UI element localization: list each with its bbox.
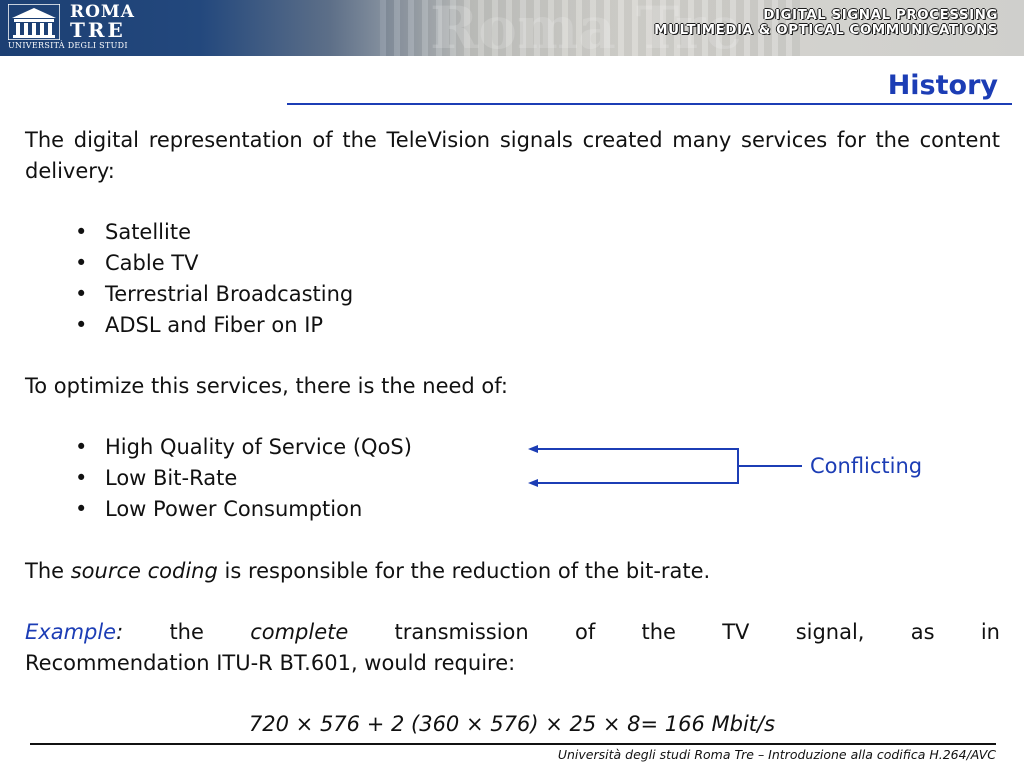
source-coding-paragraph: The source coding is responsible for the… (25, 556, 1000, 587)
services-list: • Satellite • Cable TV • Terrestrial Broadc… (75, 217, 353, 341)
banner-watermark: Roma Tre (430, 0, 743, 56)
example-word: as (910, 620, 935, 644)
bullet-icon: • (75, 466, 88, 490)
service-label: Cable TV (105, 251, 199, 275)
example-word: transmission (394, 620, 529, 644)
optimize-paragraph: To optimize this services, there is the … (25, 374, 508, 398)
service-label: ADSL and Fiber on IP (105, 313, 324, 337)
example-label-group: Example: (25, 617, 123, 648)
banner-title-line1: DIGITAL SIGNAL PROCESSING (763, 7, 998, 23)
logo-tre-text: TRE (70, 18, 126, 42)
list-item: • High Quality of Service (QoS) (75, 432, 412, 463)
example-line-2: Recommendation ITU-R BT.601, would requi… (25, 651, 516, 675)
logo-roma-text: ROMA (70, 2, 135, 22)
example-word: the (641, 620, 676, 644)
bullet-icon: • (75, 220, 88, 244)
example-word-complete: complete (250, 620, 349, 644)
example-word: TV (722, 620, 750, 644)
need-label: Low Power Consumption (105, 497, 363, 521)
list-item: • Terrestrial Broadcasting (75, 279, 353, 310)
banner-stone-texture (380, 0, 800, 56)
bullet-icon: • (75, 251, 88, 275)
conflicting-label: Conflicting (810, 454, 923, 478)
intro-paragraph: The digital representation of the TeleVi… (25, 128, 1000, 183)
example-line-1: Example: the complete transmission of th… (25, 617, 1000, 648)
source-coding-term: source coding (70, 559, 218, 583)
source-coding-post: is responsible for the reduction of the … (217, 559, 711, 583)
list-item: • ADSL and Fiber on IP (75, 310, 353, 341)
list-item: • Cable TV (75, 248, 353, 279)
service-label: Satellite (105, 220, 192, 244)
conflict-bracket (528, 445, 802, 487)
title-underline (287, 103, 1012, 105)
example-colon: : (116, 620, 124, 644)
example-word: in (980, 620, 1000, 644)
bullet-icon: • (75, 282, 88, 306)
building-icon (8, 4, 60, 40)
arrowhead-icon (528, 445, 538, 453)
bitrate-formula: 720 × 576 + 2 (360 × 576) × 25 × 8= 166 … (248, 712, 776, 736)
service-label: Terrestrial Broadcasting (105, 282, 354, 306)
banner-title-line2: MULTIMEDIA & OPTICAL COMMUNICATIONS (654, 22, 998, 38)
need-label: Low Bit-Rate (105, 466, 238, 490)
header-banner: Roma Tre ROMA TRE UNIVERSITÀ DEGLI STUDI… (0, 0, 1024, 56)
banner-title: DIGITAL SIGNAL PROCESSING MULTIMEDIA & O… (654, 8, 998, 38)
example-word: signal, (795, 620, 865, 644)
need-label: High Quality of Service (QoS) (105, 435, 412, 459)
footer-text: Università degli studi Roma Tre – Introd… (557, 747, 996, 762)
logo-university-text: UNIVERSITÀ DEGLI STUDI (8, 41, 128, 50)
list-item: • Low Power Consumption (75, 494, 412, 525)
example-word: of (574, 620, 596, 644)
university-logo: ROMA TRE UNIVERSITÀ DEGLI STUDI (6, 2, 178, 54)
needs-list: • High Quality of Service (QoS) • Low Bit-… (75, 432, 412, 525)
list-item: • Low Bit-Rate (75, 463, 412, 494)
footer-rule (30, 743, 996, 745)
example-word: the (169, 620, 204, 644)
bullet-icon: • (75, 313, 88, 337)
bullet-icon: • (75, 435, 88, 459)
source-coding-pre: The (25, 559, 71, 583)
bullet-icon: • (75, 497, 88, 521)
example-label: Example (25, 620, 117, 644)
slide-title: History (887, 70, 998, 101)
arrowhead-icon (528, 479, 538, 487)
list-item: • Satellite (75, 217, 353, 248)
